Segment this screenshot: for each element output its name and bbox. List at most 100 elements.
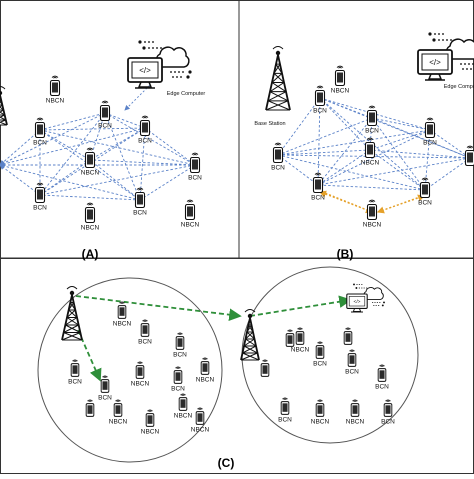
bcn-label: BCN <box>313 108 327 115</box>
signal-wave-icon <box>370 202 373 203</box>
phone-screen <box>367 145 373 155</box>
nodes-layer: BCN BCN BCN BCN BCN BCN NBCN NBCN NBCN NBCN </> Edg… <box>0 32 474 462</box>
link-line <box>250 300 350 316</box>
edge-computer-label: Edge Computer <box>167 91 206 97</box>
code-symbol: </> <box>354 299 361 305</box>
signal-wave-icon <box>149 411 152 412</box>
bcn-device <box>101 376 109 392</box>
nbcn-label: NBCN <box>174 412 193 419</box>
signal-wave-icon <box>139 363 142 364</box>
signal-wave-icon <box>338 68 341 69</box>
edge-computer: </> <box>347 283 385 312</box>
nbcn-device <box>51 76 60 95</box>
phone-screen <box>87 210 93 220</box>
bcn-device <box>316 86 325 105</box>
edge-computer: </> <box>418 32 474 80</box>
bcn-device <box>274 143 283 162</box>
nbcn-device <box>296 328 304 344</box>
nbcn-device <box>114 400 122 416</box>
bcn-label: BCN <box>171 385 185 392</box>
signal-wave-icon <box>370 108 373 109</box>
phone-screen <box>369 207 375 217</box>
device <box>261 360 269 376</box>
phone-screen <box>275 150 281 160</box>
phone-screen <box>52 83 58 93</box>
bcn-label: BCN <box>33 140 47 147</box>
tower-antenna <box>248 314 252 318</box>
link-line <box>0 165 140 200</box>
signal-wave-icon <box>88 205 91 206</box>
phone-screen <box>317 93 323 103</box>
signal-wave-icon <box>204 359 207 360</box>
signal-wave-icon <box>347 329 350 330</box>
cell-tower-icon <box>266 47 290 111</box>
circuit-dot <box>355 287 357 289</box>
panel-c-label: (C) <box>218 456 235 470</box>
phone-screen <box>87 155 93 165</box>
bcn-device <box>368 106 377 125</box>
signal-wave-icon <box>179 334 182 335</box>
signal-wave-icon <box>284 399 287 400</box>
nbcn-device <box>316 400 324 416</box>
phone-screen <box>315 180 321 190</box>
nbcn-device <box>179 394 187 410</box>
phone-screen <box>187 207 193 217</box>
signal-wave-icon <box>74 361 77 362</box>
nbcn-label: NBCN <box>331 88 350 95</box>
nbcn-label: NBCN <box>46 98 65 105</box>
nbcn-device <box>351 400 359 416</box>
phone-screen <box>102 108 108 118</box>
bcn-label: BCN <box>138 338 152 345</box>
phone-screen <box>147 415 152 424</box>
monitor-stand <box>425 74 445 80</box>
signal-wave-icon <box>387 401 390 402</box>
bcn-device <box>421 178 430 197</box>
link-line <box>372 118 430 130</box>
phone-screen <box>102 381 107 390</box>
monitor-stand <box>351 308 363 312</box>
phone-screen <box>175 372 180 381</box>
phone-screen <box>317 347 322 356</box>
link-line <box>76 296 240 316</box>
link-line <box>320 98 370 150</box>
phone-screen <box>137 195 143 205</box>
phone-screen <box>297 333 302 342</box>
link-line <box>378 196 424 212</box>
phone-screen <box>119 307 124 316</box>
bcn-device <box>176 333 184 349</box>
circuit-dot <box>353 283 355 285</box>
signal-wave-icon <box>354 401 357 402</box>
nbcn-device <box>136 362 144 378</box>
nbcn-label: NBCN <box>141 428 160 435</box>
nbcn-label: NBCN <box>113 320 132 327</box>
bcn-device <box>141 320 149 336</box>
signal-wave-icon <box>182 395 185 396</box>
link-line <box>370 150 470 158</box>
bcn-device <box>174 367 182 383</box>
phone-screen <box>317 405 322 414</box>
link-line <box>370 150 425 190</box>
bcn-device <box>348 350 356 366</box>
nbcn-device <box>118 302 126 318</box>
nbcn-label: NBCN <box>181 222 200 229</box>
phone-screen <box>352 405 357 414</box>
phone-screen <box>202 363 207 372</box>
bcn-device <box>281 398 289 414</box>
nbcn-device <box>368 200 377 219</box>
link-line <box>40 113 105 130</box>
bcn-label: BCN <box>311 195 325 202</box>
phone-screen <box>349 355 354 364</box>
link-line <box>318 185 425 190</box>
phone-screen <box>115 405 120 414</box>
phone-screen <box>379 370 384 379</box>
phone-screen <box>287 335 292 344</box>
signal-wave-icon <box>264 361 267 362</box>
phone-screen <box>37 190 43 200</box>
bcn-label: BCN <box>173 351 187 358</box>
nbcn-device <box>186 200 195 219</box>
phone-screen <box>72 365 77 374</box>
bcn-label: BCN <box>365 128 379 135</box>
signal-wave-icon <box>276 145 279 146</box>
nbcn-label: NBCN <box>311 418 330 425</box>
